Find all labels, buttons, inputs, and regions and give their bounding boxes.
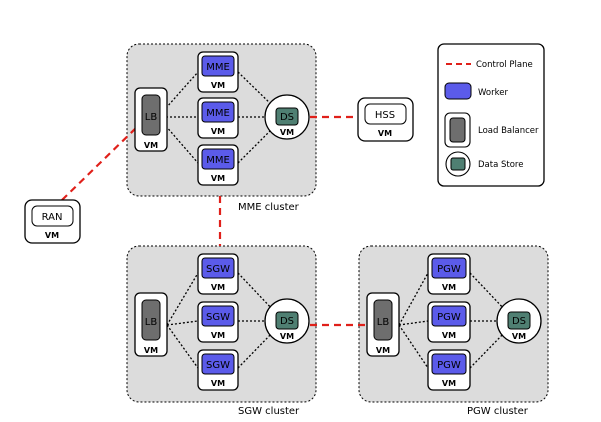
legend-lb-label: Load Balancer [478,126,539,136]
sgw-worker-3: SGW VM [197,349,239,391]
mme-worker-3-vm: VM [211,174,225,183]
pgw-ds-label: DS [512,316,526,327]
hss-vm: HSS VM [357,97,414,142]
mme-cluster-label: MME cluster [238,202,300,213]
mme-lb-vm-label: VM [144,141,158,150]
pgw-worker-1-label: PGW [437,264,461,275]
control-plane-links [61,115,368,327]
ran-vm: RAN VM [24,199,81,244]
pgw-worker-3: PGW VM [427,349,471,391]
legend-worker-swatch [444,82,472,100]
mme-ds-vm-label: VM [280,128,294,137]
mme-links [157,71,276,164]
sgw-worker-2: SGW VM [197,301,239,343]
legend-ds-label: Data Store [478,160,523,170]
ran-vm-label: VM [45,231,59,240]
pgw-worker-1-vm: VM [442,283,456,292]
sgw-ds-vm: DS VM [264,298,310,344]
pgw-ds-vm: DS VM [496,298,542,344]
mme-ds-vm: DS VM [264,94,310,140]
mme-worker-2-label: MME [206,108,230,119]
pgw-lb-vm-label: VM [376,346,390,355]
pgw-worker-2-vm: VM [442,331,456,340]
legend-lb-swatch [449,117,466,143]
pgw-lb-vm: LB VM [366,292,400,357]
mme-worker-1-vm: VM [211,81,225,90]
legend-worker-label: Worker [478,88,508,98]
sgw-worker-1-vm: VM [211,283,225,292]
pgw-worker-3-label: PGW [437,360,461,371]
mme-worker-3-label: MME [206,155,230,166]
mme-worker-1: MME VM [197,51,239,93]
sgw-worker-2-label: SGW [206,312,230,323]
mme-lb-vm: LB VM [134,87,168,152]
sgw-cluster-label: SGW cluster [238,406,300,417]
legend-control-plane-label: Control Plane [476,60,533,70]
sgw-worker-1: SGW VM [197,253,239,295]
mme-worker-3: MME VM [197,144,239,186]
hss-label: HSS [375,110,395,121]
mme-ds-label: DS [280,112,294,123]
pgw-worker-3-vm: VM [442,379,456,388]
sgw-ds-label: DS [280,316,294,327]
sgw-lb-label: LB [145,317,158,328]
sgw-worker-3-vm: VM [211,379,225,388]
pgw-worker-1: PGW VM [427,253,471,295]
legend: Control Plane Worker Load Balancer Data … [437,43,545,187]
hss-vm-label: VM [378,129,392,138]
sgw-worker-1-label: SGW [206,264,230,275]
pgw-worker-2-label: PGW [437,312,461,323]
ran-label: RAN [42,212,63,223]
legend-ds-swatch [450,157,466,171]
pgw-cluster-label: PGW cluster [467,406,529,417]
mme-worker-2-vm: VM [211,127,225,136]
sgw-worker-3-label: SGW [206,360,230,371]
pgw-worker-2: PGW VM [427,301,471,343]
sgw-worker-2-vm: VM [211,331,225,340]
mme-worker-2: MME VM [197,97,239,139]
sgw-lb-vm: LB VM [134,292,168,357]
legend-box [437,43,545,187]
pgw-lb-label: LB [377,317,390,328]
pgw-links [398,272,508,369]
sgw-lb-vm-label: VM [144,346,158,355]
sgw-ds-vm-label: VM [280,332,294,341]
mme-worker-1-label: MME [206,62,230,73]
sgw-links [166,272,276,369]
pgw-ds-vm-label: VM [512,332,526,341]
mme-lb-label: LB [145,112,158,123]
